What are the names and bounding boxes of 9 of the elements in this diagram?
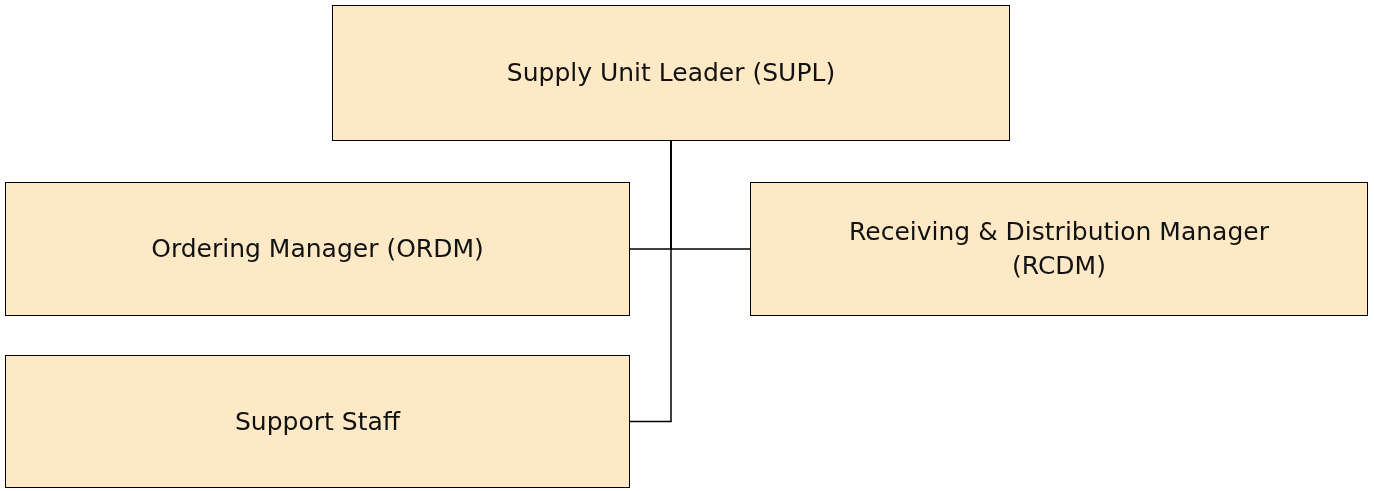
role-title: Ordering Manager (ORDM)	[150, 233, 485, 266]
role-title: Supply Unit Leader (SUPL)	[505, 57, 837, 90]
org-box	[5, 355, 630, 488]
role-title: Receiving & Distribution Manager (RCDM)	[848, 216, 1270, 282]
org-box	[5, 182, 630, 316]
connector-line	[629, 140, 672, 423]
org-box	[750, 182, 1368, 316]
role-title: Support Staff	[234, 405, 402, 438]
org-box	[332, 5, 1010, 141]
